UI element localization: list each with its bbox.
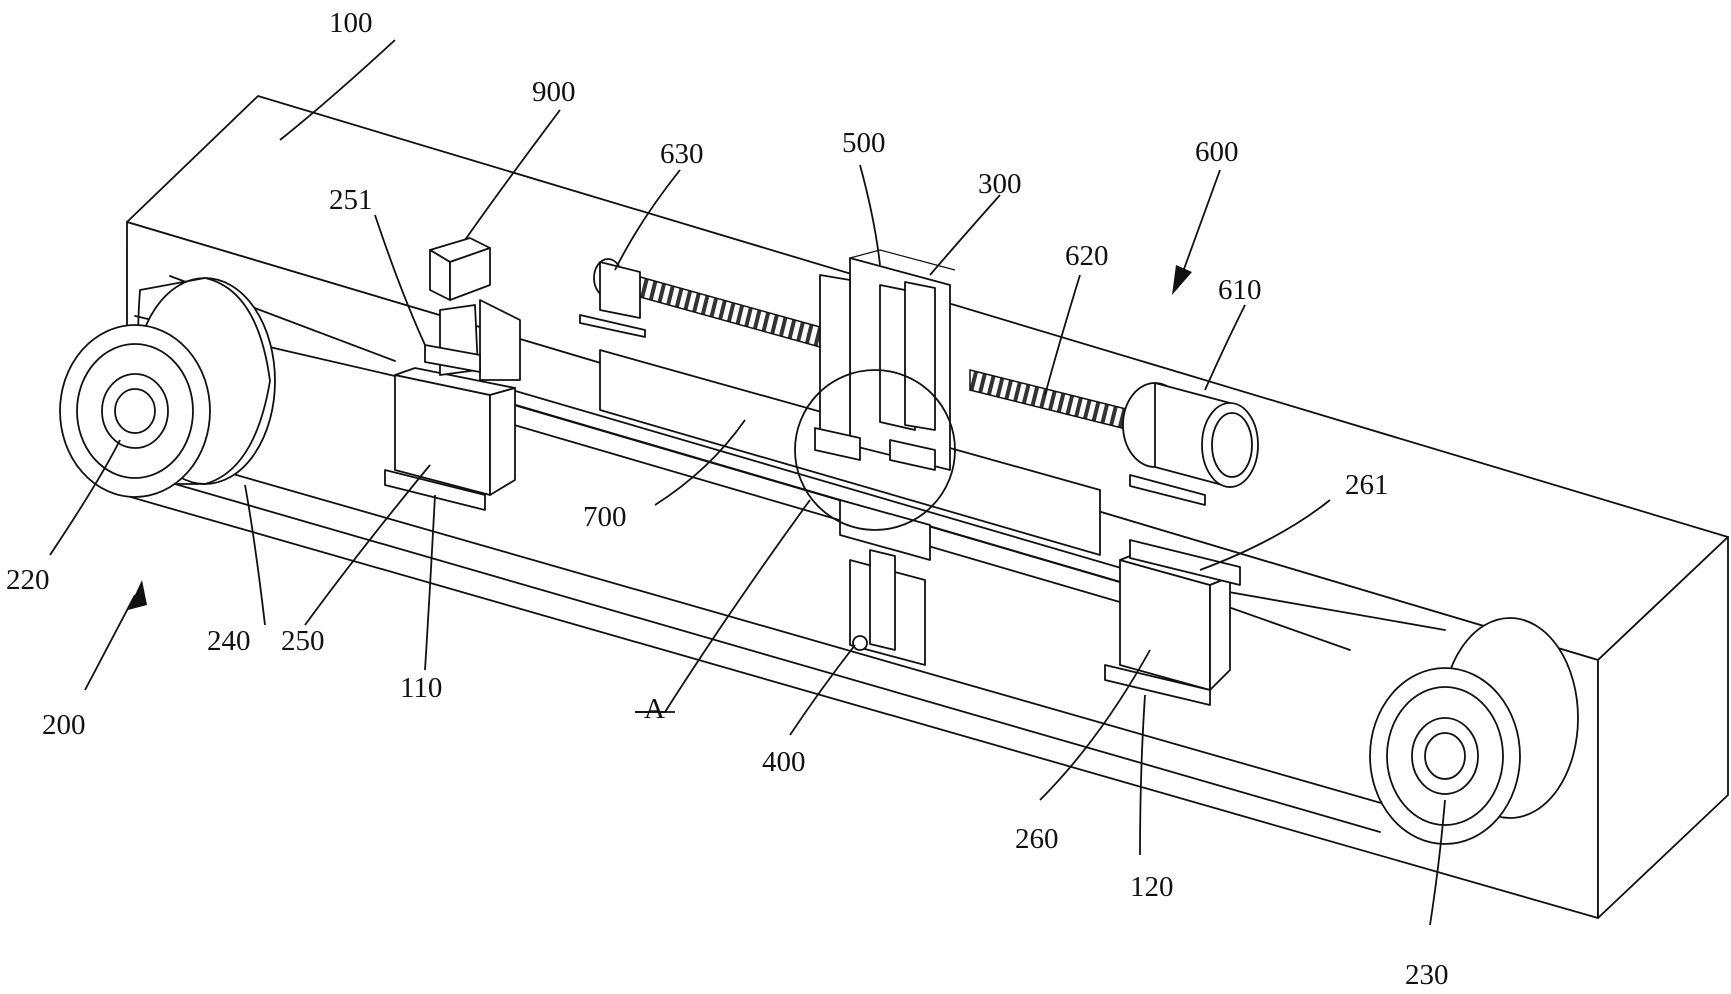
label-610: 610 — [1218, 274, 1262, 306]
label-300: 300 — [978, 168, 1022, 200]
label-500: 500 — [842, 127, 886, 159]
arrow-600 — [1172, 169, 1221, 295]
arrow-200 — [84, 580, 147, 691]
label-400: 400 — [762, 746, 806, 778]
motor-610 — [1122, 382, 1259, 506]
detail-circle-a — [794, 369, 956, 531]
label-620: 620 — [1065, 240, 1109, 272]
label-630: 630 — [660, 138, 704, 170]
leader-lines — [49, 39, 1446, 926]
label-260: 260 — [1015, 823, 1059, 855]
label-600: 600 — [1195, 136, 1239, 168]
pulley-220 — [59, 277, 276, 498]
label-120: 120 — [1130, 871, 1174, 903]
label-900: 900 — [532, 76, 576, 108]
label-250: 250 — [281, 625, 325, 657]
carriage — [814, 249, 956, 471]
support-250 — [384, 367, 516, 511]
pulley-230 — [1369, 617, 1579, 845]
label-220: 220 — [6, 564, 50, 596]
label-100: 100 — [329, 7, 373, 39]
camera-900 — [424, 237, 521, 381]
press-block-400 — [839, 499, 931, 666]
label-700: 700 — [583, 501, 627, 533]
label-261: 261 — [1345, 469, 1389, 501]
label-110: 110 — [400, 672, 442, 704]
label-251: 251 — [329, 184, 373, 216]
label-200: 200 — [42, 709, 86, 741]
label-230: 230 — [1405, 959, 1449, 991]
support-260 — [1104, 539, 1241, 706]
label-240: 240 — [207, 625, 251, 657]
label-a: A — [644, 693, 665, 725]
labels: 100 900 630 500 300 600 251 620 610 261 … — [6, 7, 1449, 991]
